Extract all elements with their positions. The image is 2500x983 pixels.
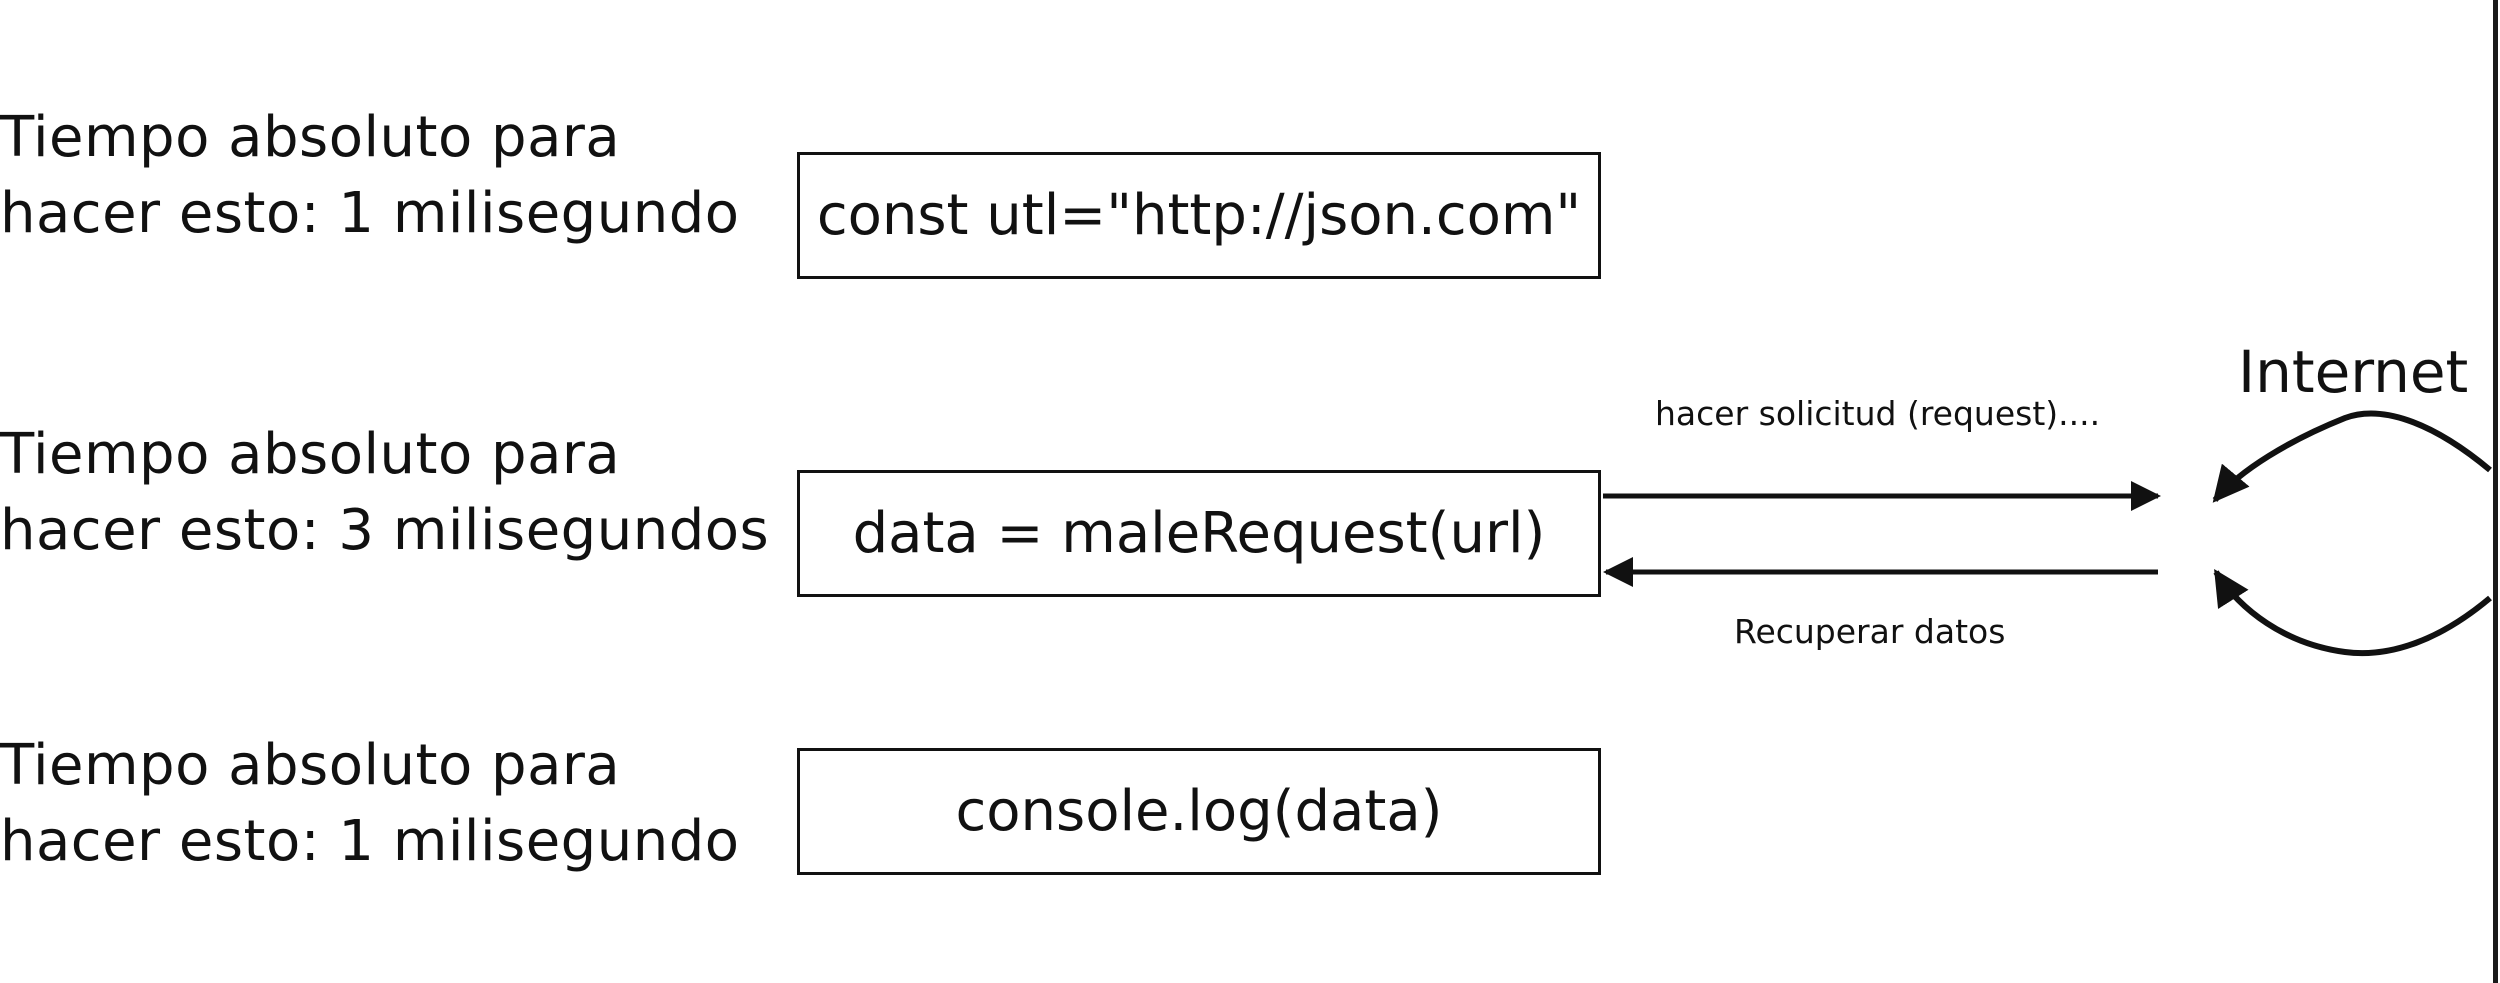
step-3-code: console.log(data): [955, 779, 1443, 844]
step-2-code: data = maleRequest(url): [852, 501, 1546, 566]
page-edge: [2493, 0, 2498, 983]
response-label: Recuperar datos: [1734, 612, 2006, 651]
step-2-code-box: data = maleRequest(url): [797, 470, 1601, 597]
step-2-time-label: Tiempo absoluto para hacer esto: 3 milis…: [0, 417, 769, 569]
step-1-time-line2: hacer esto: 1 milisegundo: [0, 181, 740, 246]
step-1-time-line1: Tiempo absoluto para: [0, 105, 621, 170]
internet-outgoing-curve: [2212, 410, 2492, 503]
step-2-time-line1: Tiempo absoluto para: [0, 422, 621, 487]
step-1-code: const utl="http://json.com": [816, 183, 1582, 248]
internet-label: Internet: [2238, 338, 2469, 406]
step-3-time-line2: hacer esto: 1 milisegundo: [0, 809, 740, 874]
request-label: hacer solicitud (request)....: [1655, 394, 2101, 433]
step-2-time-line2: hacer esto: 3 milisegundos: [0, 498, 770, 563]
step-3-time-line1: Tiempo absoluto para: [0, 733, 621, 798]
step-1-time-label: Tiempo absoluto para hacer esto: 1 milis…: [0, 100, 740, 252]
step-1-code-box: const utl="http://json.com": [797, 152, 1601, 279]
step-3-code-box: console.log(data): [797, 748, 1601, 875]
step-3-time-label: Tiempo absoluto para hacer esto: 1 milis…: [0, 728, 740, 880]
internet-incoming-curve: [2213, 568, 2492, 657]
